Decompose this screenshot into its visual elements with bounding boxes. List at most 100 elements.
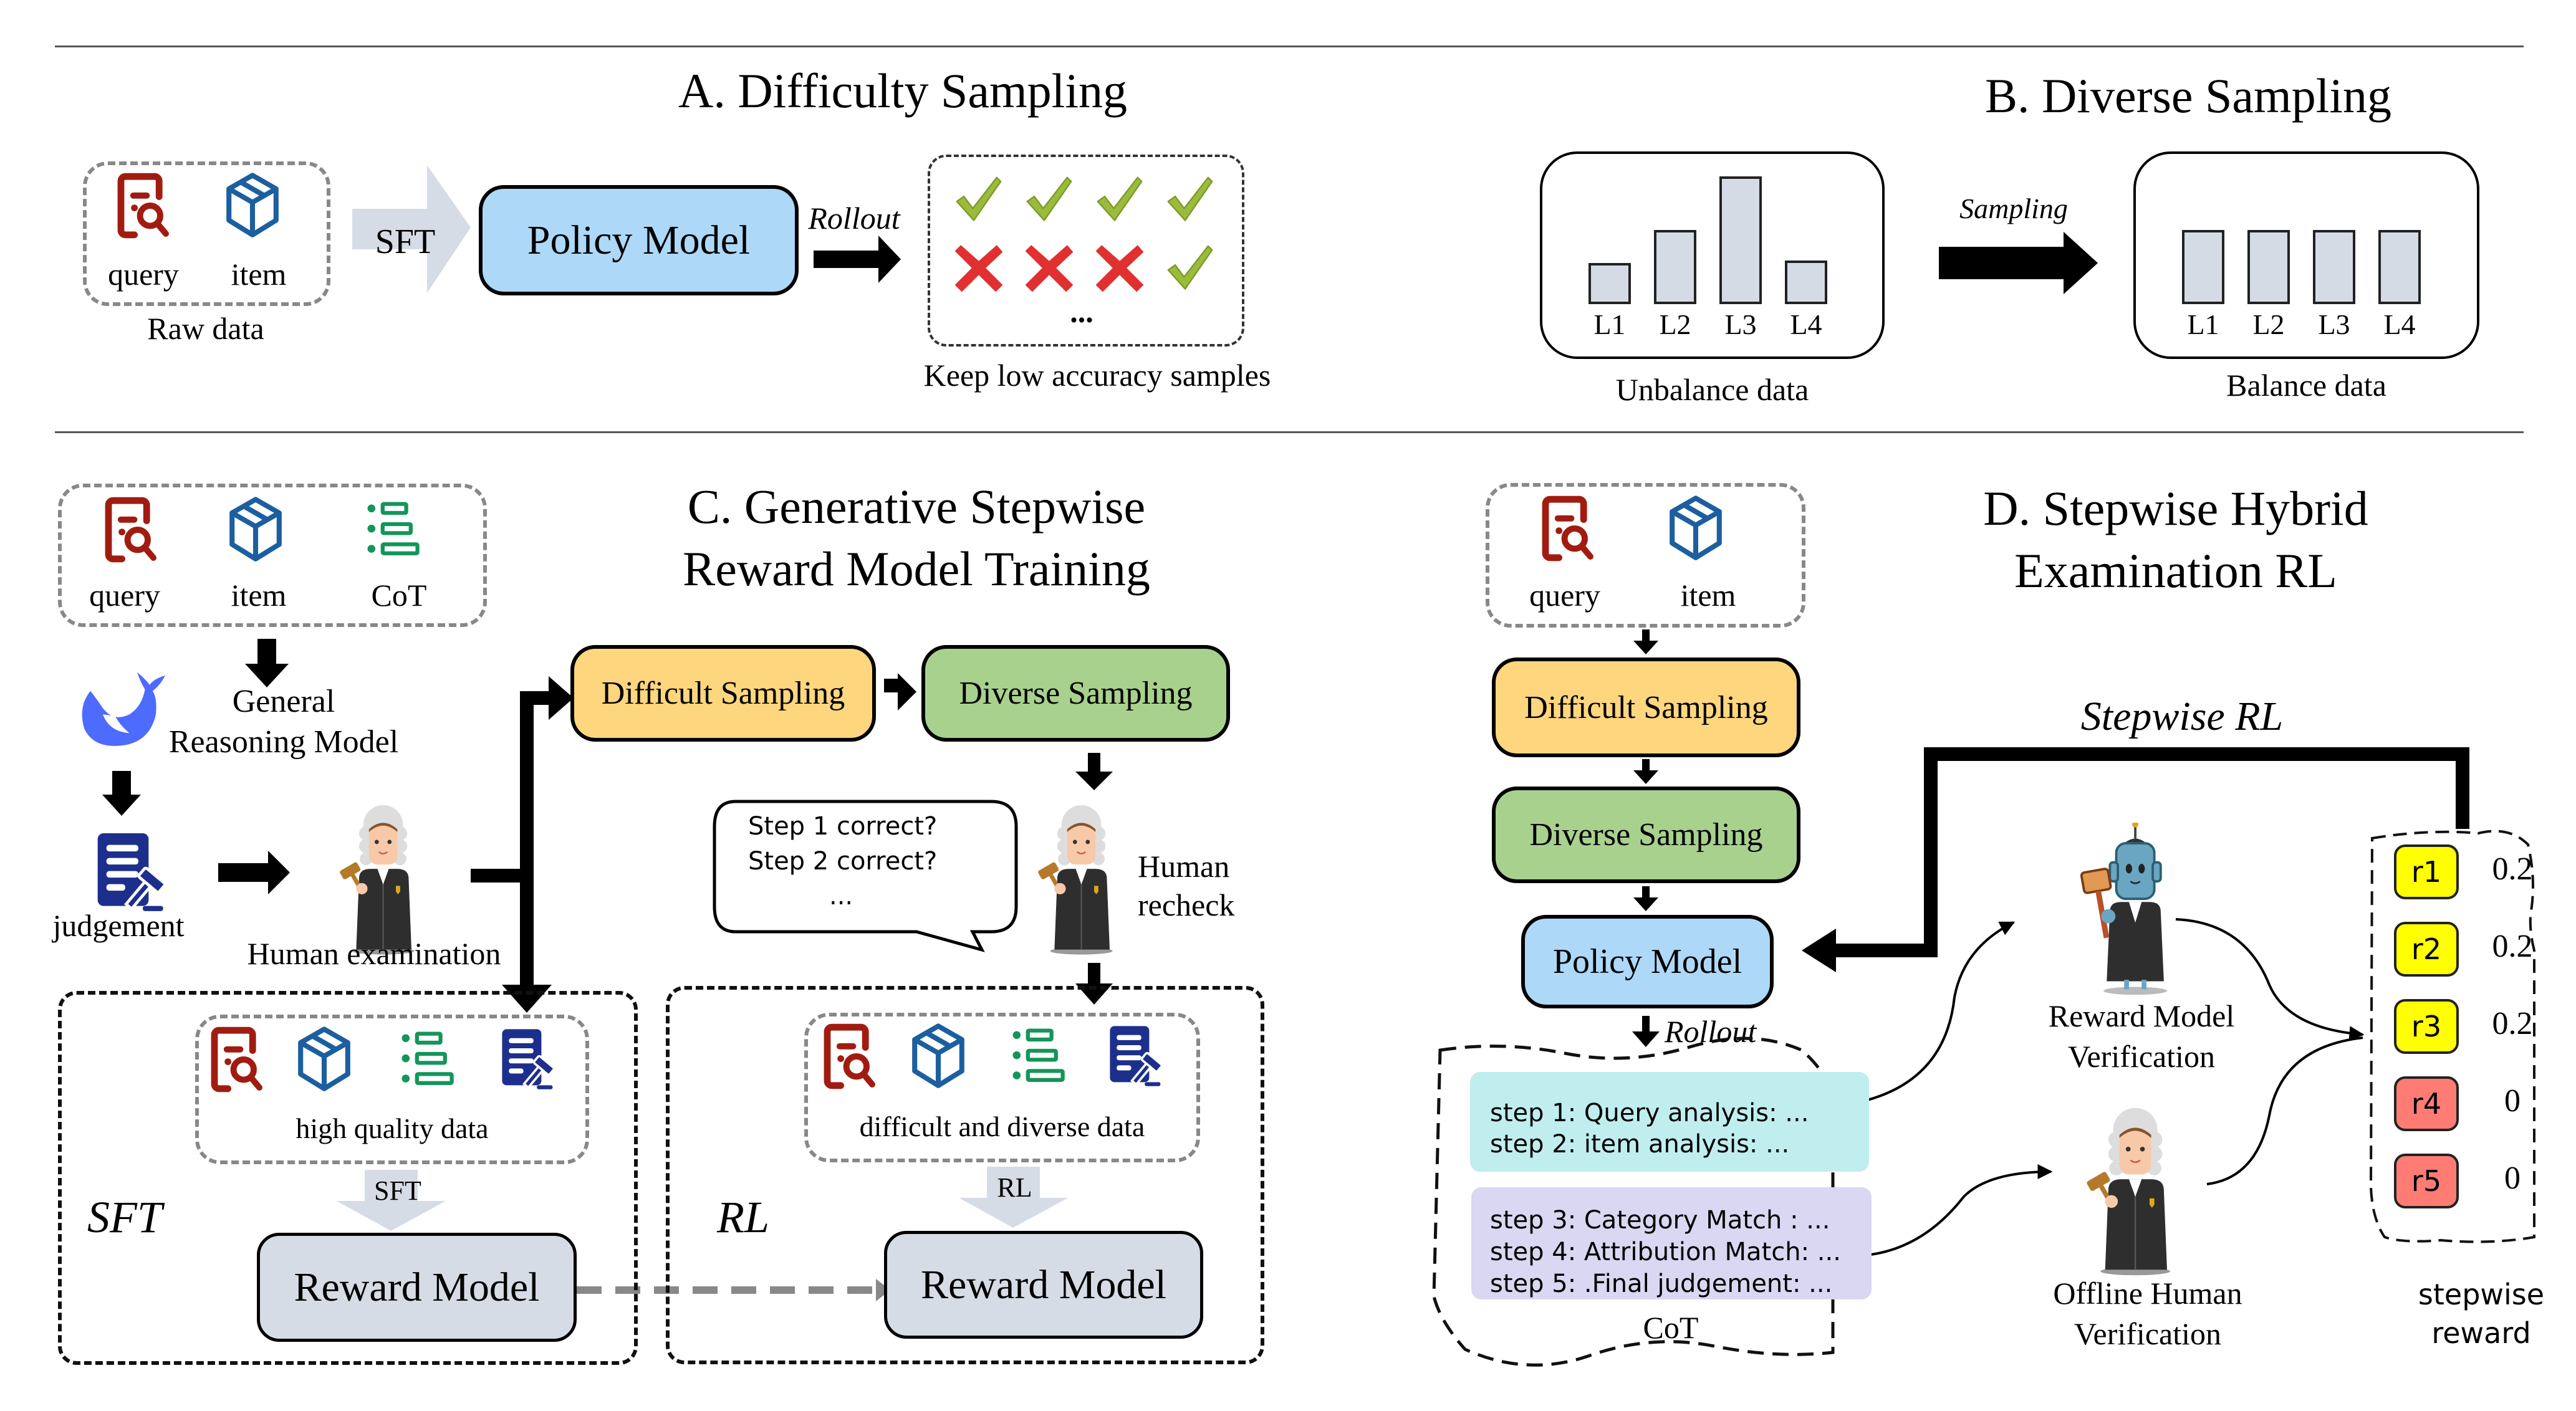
- cot-box: [1432, 1036, 1835, 1367]
- level-bar: [1719, 176, 1762, 304]
- cot-step-3: step 3: Category Match : ...: [1490, 1206, 1830, 1235]
- raw-data-box: [83, 161, 330, 306]
- unbalanced-box: [1540, 151, 1885, 359]
- level-label: L2: [1659, 309, 1691, 340]
- sft-arrow-label: SFT: [375, 222, 436, 261]
- sampling-arrow: [1939, 232, 2098, 294]
- c-diverse-sampling-box: Diverse Sampling: [921, 645, 1230, 742]
- c-input-box: [58, 484, 487, 627]
- rl-reward-model-box: Reward Model: [884, 1231, 1203, 1339]
- samples-box: [928, 155, 1244, 347]
- level-label: L4: [2383, 309, 2416, 340]
- unbalanced-caption: Unbalance data: [1615, 372, 1809, 407]
- sft-panel: [58, 991, 638, 1365]
- query-label: query: [108, 257, 179, 292]
- speech-bubble-text: Step 1 correct? Step 2 correct? ...: [748, 809, 937, 914]
- rollout-arrow: [814, 236, 901, 283]
- sft-reward-model-box: Reward Model: [257, 1233, 577, 1342]
- section-d-title-line1: D. Stepwise Hybrid: [1983, 481, 2368, 535]
- judgement-label: judgement: [52, 908, 185, 943]
- right-arrow: [218, 851, 290, 894]
- level-bar: [2378, 230, 2421, 304]
- speech-line-1: Step 1 correct?: [748, 812, 938, 841]
- sft-arrow: [352, 165, 471, 293]
- reward-step-badge: r5: [2394, 1154, 2459, 1208]
- section-b-title: B. Diverse Sampling: [1984, 69, 2392, 123]
- down-arrow: [102, 771, 141, 816]
- section-c-title-line1: C. Generative Stepwise: [687, 479, 1146, 533]
- query-label: query: [1529, 578, 1600, 613]
- human-recheck-line2: recheck: [1138, 887, 1235, 922]
- level-label: L3: [1724, 309, 1757, 340]
- section-d-title-line2: Examination RL: [2014, 543, 2337, 598]
- human-examination-label: Human examination: [247, 936, 501, 971]
- level-label: L1: [1593, 309, 1626, 340]
- reward-step-badge: r3: [2394, 999, 2459, 1054]
- sampling-label: Sampling: [1959, 193, 2068, 224]
- reward-step-value: 0.2: [2492, 1006, 2533, 1041]
- difficult-diverse-data-box: [804, 1013, 1200, 1162]
- cot-step-2: step 2: item analysis: ...: [1490, 1130, 1790, 1159]
- rl-panel-tag: RL: [717, 1192, 770, 1242]
- high-quality-data-box: [195, 1015, 589, 1164]
- policy-model-box: Policy Model: [479, 185, 799, 295]
- offline-human-line2: Verification: [2074, 1316, 2221, 1351]
- reward-step-badge: r4: [2394, 1076, 2459, 1131]
- level-label: L3: [2318, 309, 2350, 340]
- reward-step-value: 0: [2504, 1160, 2521, 1196]
- balanced-caption: Balance data: [2226, 368, 2386, 403]
- balanced-box: [2133, 151, 2479, 359]
- top-divider: [55, 45, 2524, 47]
- reward-step-badge: r2: [2394, 922, 2459, 977]
- level-label: L4: [1790, 309, 1822, 340]
- stepwise-rl-label: Stepwise RL: [2080, 694, 2284, 739]
- cot-group-2: [1471, 1187, 1872, 1299]
- samples-ellipsis: ...: [1070, 294, 1093, 329]
- general-model-line2: Reasoning Model: [168, 724, 399, 760]
- robot-judge-icon: [2057, 823, 2207, 997]
- level-bar: [1785, 261, 1827, 304]
- high-quality-data-caption: high quality data: [296, 1112, 489, 1144]
- difficult-diverse-data-caption: difficult and diverse data: [859, 1111, 1145, 1142]
- sft-panel-tag: SFT: [87, 1192, 163, 1242]
- rl-down-arrow-label: RL: [997, 1172, 1032, 1203]
- stepwise-reward-box: [2369, 830, 2535, 1243]
- down-arrow: [245, 639, 289, 687]
- sft-down-arrow-label: SFT: [374, 1175, 421, 1206]
- speech-line-3: ...: [829, 882, 853, 911]
- c-difficult-sampling-box: Difficult Sampling: [570, 645, 876, 742]
- reward-step-value: 0.2: [2492, 851, 2533, 887]
- reward-step-badge: r1: [2394, 844, 2459, 899]
- reward-model-verification-line2: Verification: [2067, 1039, 2215, 1074]
- offline-human-judge-icon: [2082, 1103, 2182, 1278]
- offline-human-line1: Offline Human: [2053, 1276, 2242, 1311]
- cot-step-1: step 1: Query analysis: ...: [1490, 1099, 1809, 1127]
- rollout-label: Rollout: [808, 201, 900, 236]
- section-a-title: A. Difficulty Sampling: [678, 64, 1127, 118]
- reward-list: r1 0.2 r2 0.2 r3 0.2 r4 0 r5 0: [2394, 844, 2544, 1231]
- d-difficult-sampling-box: Difficult Sampling: [1492, 658, 1800, 757]
- cot-label: CoT: [371, 578, 427, 613]
- samples-caption: Keep low accuracy samples: [923, 358, 1271, 393]
- raw-data-caption: Raw data: [147, 311, 264, 346]
- cot-step-5: step 5: .Final judgement: ...: [1490, 1270, 1833, 1298]
- reward-model-verification-line1: Reward Model: [2048, 998, 2235, 1033]
- reward-step-value: 0: [2504, 1083, 2521, 1119]
- section-c-title-line2: Reward Model Training: [683, 542, 1150, 596]
- unbalanced-chart: L1 L2 L3 L4: [1540, 151, 1885, 359]
- d-policy-model-box: Policy Model: [1521, 915, 1774, 1008]
- level-bar: [2313, 230, 2355, 304]
- general-model-line1: General: [232, 684, 335, 719]
- sft-down-arrow: [337, 1170, 446, 1231]
- item-label: item: [231, 257, 287, 292]
- d-diverse-sampling-box: Diverse Sampling: [1492, 787, 1800, 883]
- reward-step-value: 0.2: [2492, 929, 2533, 964]
- cot-group-1: [1470, 1072, 1869, 1172]
- level-label: L2: [2252, 309, 2285, 340]
- human-recheck-line1: Human: [1138, 849, 1230, 884]
- level-bar: [1588, 263, 1631, 304]
- rl-down-arrow: [959, 1167, 1068, 1228]
- rl-panel: [666, 986, 1264, 1364]
